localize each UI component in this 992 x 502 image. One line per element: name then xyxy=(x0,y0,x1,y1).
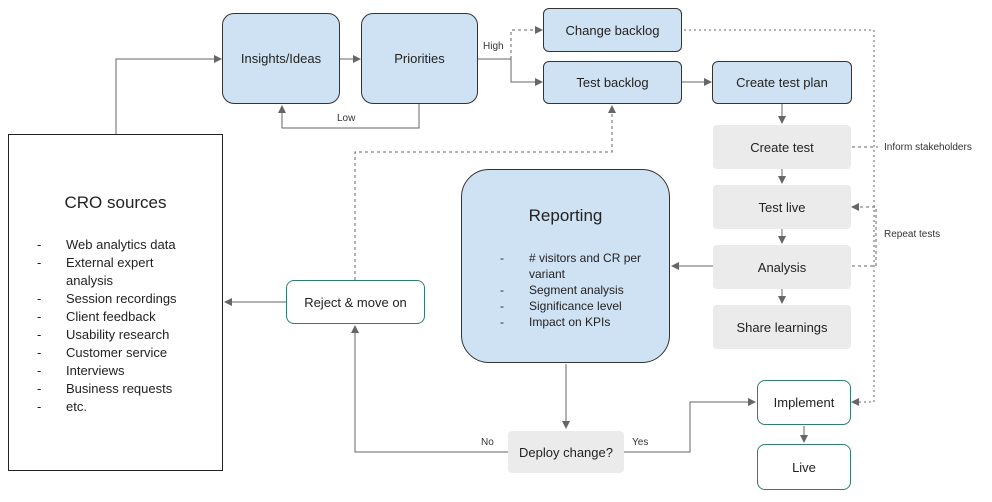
list-item: # visitors and CR per variant xyxy=(500,250,665,282)
edge-label-high: High xyxy=(483,41,504,52)
edge-priorities-low xyxy=(278,104,420,129)
reject-move-on-node: Reject & move on xyxy=(286,280,425,324)
reporting-list: # visitors and CR per variant Segment an… xyxy=(500,250,665,330)
insights-ideas-node: Insights/Ideas xyxy=(222,13,340,104)
list-item: Usability research xyxy=(37,326,186,344)
reporting-box: Reporting # visitors and CR per variant … xyxy=(461,169,670,363)
list-item: Segment analysis xyxy=(500,282,665,298)
edge-change-backlog-to-implement xyxy=(684,29,875,406)
edge-label-no: No xyxy=(481,437,494,448)
edge-priorities-to-test-backlog xyxy=(478,58,543,86)
edge-high-to-change-backlog xyxy=(510,26,543,59)
list-item: Interviews xyxy=(37,362,186,380)
list-item: Significance level xyxy=(500,298,665,314)
cro-sources-title: CRO sources xyxy=(64,193,167,212)
edge-repeat-tests xyxy=(851,203,877,267)
priorities-node: Priorities xyxy=(361,13,478,104)
list-item: Web analytics data xyxy=(37,236,186,254)
cro-sources-list: Web analytics data External expert analy… xyxy=(37,236,186,416)
share-learnings-node: Share learnings xyxy=(713,305,851,349)
test-live-node: Test live xyxy=(713,185,851,229)
list-item: Client feedback xyxy=(37,308,186,326)
list-item: External expert analysis xyxy=(37,254,186,290)
analysis-node: Analysis xyxy=(713,245,851,289)
live-node: Live xyxy=(757,444,851,490)
edge-label-repeat-tests: Repeat tests xyxy=(884,229,941,240)
edge-label-inform-stakeholders: Inform stakeholders xyxy=(884,142,972,153)
create-test-plan-node: Create test plan xyxy=(712,61,852,104)
edge-label-yes: Yes xyxy=(632,437,649,448)
list-item: Impact on KPIs xyxy=(500,314,665,330)
edge-sources-to-insights xyxy=(115,55,222,134)
create-test-node: Create test xyxy=(713,125,851,169)
test-backlog-node: Test backlog xyxy=(543,61,682,104)
edge-label-low: Low xyxy=(337,113,356,124)
cro-sources-box: CRO sources Web analytics data External … xyxy=(8,134,223,471)
change-backlog-node: Change backlog xyxy=(543,8,682,52)
edge-deploy-no-to-reject xyxy=(351,325,508,453)
list-item: Business requests xyxy=(37,380,186,398)
edge-reject-to-test-backlog xyxy=(354,105,616,280)
reporting-title: Reporting xyxy=(528,206,603,225)
list-item: etc. xyxy=(37,398,186,416)
implement-node: Implement xyxy=(757,380,851,425)
list-item: Customer service xyxy=(37,344,186,362)
list-item: Session recordings xyxy=(37,290,186,308)
deploy-change-node: Deploy change? xyxy=(508,431,624,473)
edge-deploy-yes-to-implement xyxy=(624,398,756,453)
